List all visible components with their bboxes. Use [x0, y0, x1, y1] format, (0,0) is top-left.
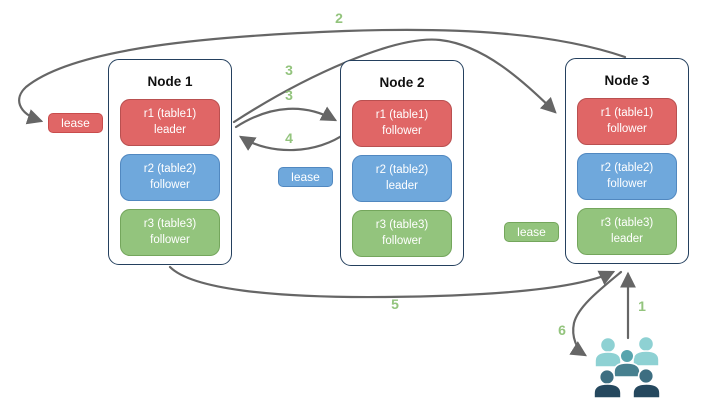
node-2: Node 2 r1 (table1) follower r2 (table2) … [340, 60, 464, 266]
arrow-label-1: 1 [638, 298, 646, 314]
replica-name: r2 (table2) [143, 163, 197, 176]
replica-name: r2 (table2) [600, 162, 654, 175]
arrow-label-3b: 3 [285, 87, 293, 103]
node-1: Node 1 r1 (table1) leader r2 (table2) fo… [108, 59, 232, 265]
replica-role: follower [607, 177, 647, 190]
lease-badge-r2: lease [278, 167, 333, 187]
arrow-3-leader-to-node3 [232, 38, 557, 124]
arrow-5-node1-to-node3 [168, 265, 616, 299]
node-3-replica-r1: r1 (table1) follower [577, 98, 677, 145]
replica-name: r3 (table3) [143, 218, 197, 231]
replica-role: follower [150, 178, 190, 191]
node-2-replica-r3: r3 (table3) follower [352, 210, 452, 257]
arrow-2-node3-to-lease1 [18, 28, 627, 125]
replica-name: r2 (table2) [375, 164, 429, 177]
replica-role: follower [607, 122, 647, 135]
replica-role: follower [382, 234, 422, 247]
replica-role: follower [150, 233, 190, 246]
arrow-label-3a: 3 [285, 62, 293, 78]
replica-name: r1 (table1) [375, 109, 429, 122]
node-3-replica-r3: r3 (table3) leader [577, 208, 677, 255]
replica-name: r3 (table3) [600, 217, 654, 230]
users-icon [593, 335, 661, 399]
arrow-label-6: 6 [558, 322, 566, 338]
node-1-replica-r3: r3 (table3) follower [120, 209, 220, 256]
node-2-replica-r2: r2 (table2) leader [352, 155, 452, 202]
arrow-3-leader-to-node2 [234, 106, 338, 129]
arrow-label-2: 2 [335, 10, 343, 26]
node-1-replica-r2: r2 (table2) follower [120, 154, 220, 201]
lease-badge-r1: lease [48, 113, 103, 133]
node-1-title: Node 1 [147, 74, 193, 89]
node-3-title: Node 3 [604, 73, 650, 88]
replica-role: leader [154, 123, 186, 136]
lease-badge-r3: lease [504, 222, 559, 242]
arrow-label-4: 4 [285, 130, 293, 146]
node-3-replica-r2: r2 (table2) follower [577, 153, 677, 200]
node-1-replica-r1: r1 (table1) leader [120, 99, 220, 146]
replica-role: leader [386, 179, 418, 192]
replica-name: r1 (table1) [600, 107, 654, 120]
replica-name: r1 (table1) [143, 108, 197, 121]
node-3: Node 3 r1 (table1) follower r2 (table2) … [565, 58, 689, 264]
replica-role: follower [382, 124, 422, 137]
replica-name: r3 (table3) [375, 219, 429, 232]
arrow-4-node2-to-leader [238, 131, 348, 152]
arrow-6-node3-to-clients [569, 270, 623, 357]
arrow-label-5: 5 [391, 296, 399, 312]
node-2-replica-r1: r1 (table1) follower [352, 100, 452, 147]
replica-role: leader [611, 232, 643, 245]
node-2-title: Node 2 [379, 75, 425, 90]
